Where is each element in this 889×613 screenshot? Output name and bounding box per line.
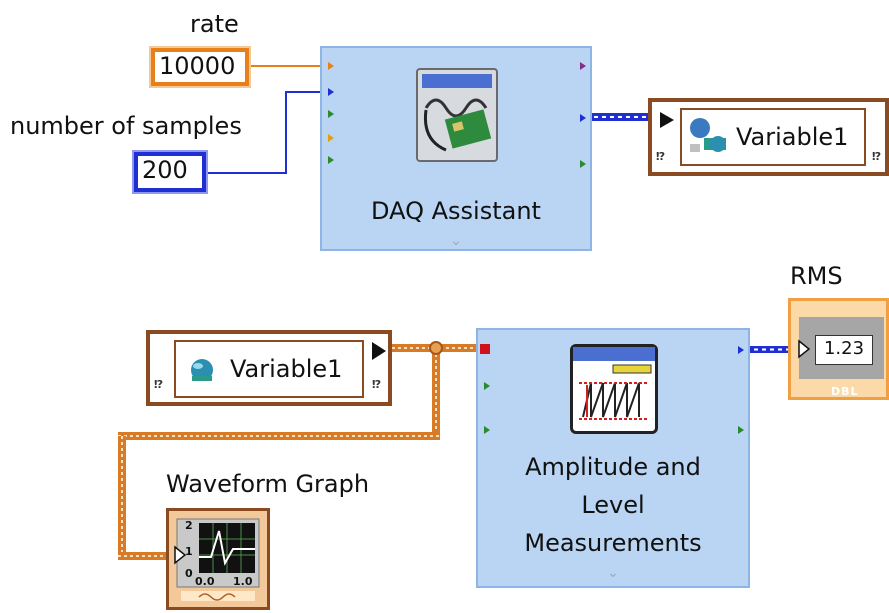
amp-title-line2: Level	[581, 491, 645, 519]
write-error-out-icon: ⁉	[872, 150, 882, 163]
waveform-graph-label: Waveform Graph	[166, 470, 370, 498]
variable1-read-box: Variable1	[174, 340, 364, 398]
samples-wire[interactable]	[208, 91, 324, 174]
graph-x-left: 0.0	[195, 575, 215, 588]
daq-title: DAQ Assistant	[371, 197, 541, 225]
daq-icon	[416, 68, 498, 162]
write-error-in-icon: ⁉	[656, 150, 666, 163]
samples-label: number of samples	[10, 112, 242, 140]
graph-y-top: 2	[185, 519, 193, 532]
read-error-in-icon: ⁉	[154, 378, 164, 391]
variable1-write-node[interactable]: ⁉ Variable1 ⁉	[648, 98, 889, 176]
variable1-read-label: Variable1	[230, 355, 343, 383]
rate-control[interactable]: 10000	[149, 46, 251, 88]
amplitude-icon	[570, 344, 658, 434]
waveform-graph-icon	[174, 518, 260, 601]
amp-title-line1: Amplitude and	[525, 453, 701, 481]
amp-title-line3: Measurements	[524, 529, 702, 557]
waveform-graph-terminal[interactable]: 2 1 0 0.0 1.0	[166, 508, 270, 610]
daq-assistant-node[interactable]: DAQ Assistant ⌄	[320, 46, 592, 251]
daq-expand-icon[interactable]: ⌄	[450, 233, 462, 249]
samples-control[interactable]: 200	[132, 150, 208, 194]
rms-wire[interactable]	[746, 346, 792, 353]
read-output-arrow-icon	[372, 342, 386, 360]
amp-terminals	[480, 344, 744, 434]
rate-label: rate	[190, 10, 239, 38]
amp-expand-icon[interactable]: ⌄	[607, 565, 619, 581]
var-data-wire[interactable]	[118, 341, 482, 560]
variable1-write-box: Variable1	[680, 108, 866, 166]
rms-label: RMS	[790, 262, 843, 290]
rms-indicator[interactable]: 1.23 DBL	[788, 298, 889, 400]
shared-variable-read-icon	[191, 359, 213, 381]
read-error-out-icon: ⁉	[372, 378, 382, 391]
variable1-write-label: Variable1	[736, 123, 849, 151]
rms-input-arrow-icon	[798, 339, 811, 359]
amplitude-level-node[interactable]: Amplitude and Level Measurements ⌄	[476, 328, 750, 588]
graph-x-right: 1.0	[233, 575, 253, 588]
rms-value: 1.23	[815, 335, 873, 365]
shared-variable-write-icon	[690, 118, 726, 152]
daq-terminals	[328, 62, 586, 168]
graph-y-bot: 0	[185, 567, 193, 580]
graph-y-mid: 1	[185, 545, 193, 558]
write-input-arrow-icon	[660, 112, 674, 128]
rms-type-badge: DBL	[831, 385, 859, 398]
daq-data-wire[interactable]	[586, 113, 652, 121]
variable1-read-node[interactable]: ⁉ Variable1 ⁉	[146, 330, 392, 406]
